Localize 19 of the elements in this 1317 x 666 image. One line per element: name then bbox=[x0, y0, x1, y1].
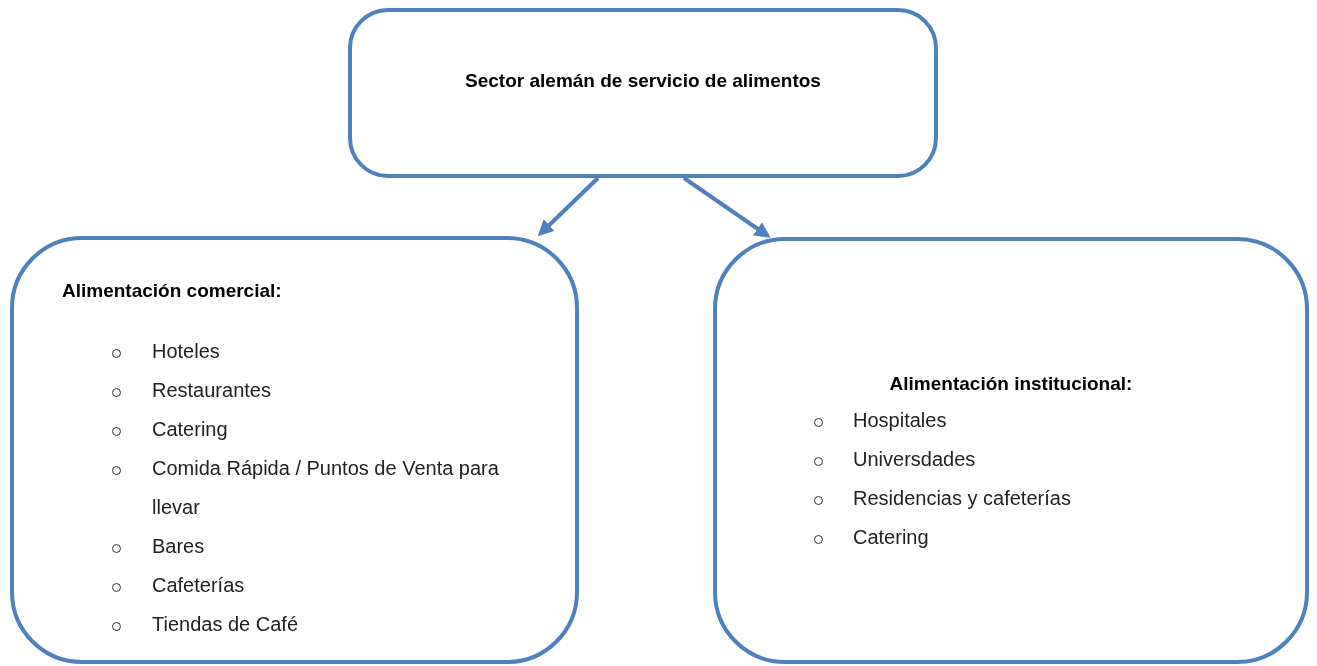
list-item: Catering bbox=[853, 525, 930, 550]
rounded-box bbox=[713, 237, 1309, 664]
heading: Sector alemán de servicio de alimentos bbox=[464, 70, 822, 92]
heading: Alimentación comercial: bbox=[62, 280, 282, 302]
list-item: Hospitales bbox=[853, 408, 948, 433]
list-item: Hoteles bbox=[152, 339, 221, 364]
list-item: Comida Rápida / Puntos de Venta para llevar bbox=[152, 456, 500, 520]
rounded-box bbox=[348, 8, 938, 178]
list-item: Catering bbox=[152, 417, 229, 442]
list-item: Tiendas de Café bbox=[152, 612, 299, 637]
list-item: Universdades bbox=[853, 447, 977, 472]
list-item: Restaurantes bbox=[152, 378, 272, 403]
arrow bbox=[682, 176, 771, 238]
arrow bbox=[537, 176, 600, 237]
rounded-box bbox=[10, 236, 579, 664]
list-item: Residencias y cafeterías bbox=[853, 486, 1072, 511]
list-item: Bares bbox=[152, 534, 206, 559]
list-item: Cafeterías bbox=[152, 573, 246, 598]
heading: Alimentación institucional: bbox=[888, 373, 1134, 395]
